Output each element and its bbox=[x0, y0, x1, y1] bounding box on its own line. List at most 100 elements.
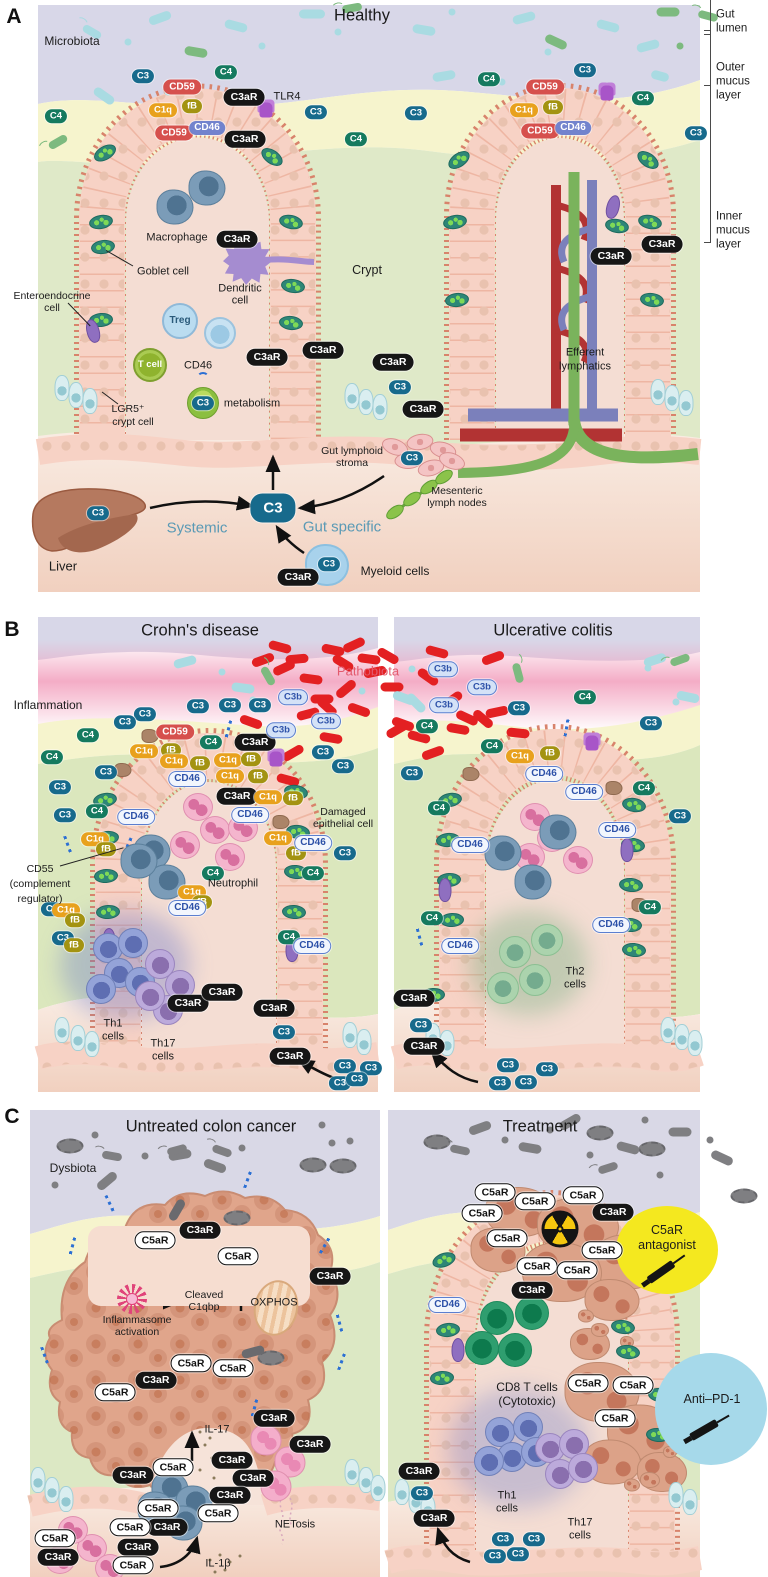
badge-c4: C4 bbox=[40, 750, 64, 764]
goblet-cell bbox=[636, 212, 664, 232]
badge-c3ar: C3aR bbox=[269, 1047, 311, 1065]
badge-c3ar: C3aR bbox=[277, 568, 319, 586]
badge-c3ar: C3aR bbox=[201, 983, 243, 1001]
badge-cd46: CD46 bbox=[592, 917, 630, 933]
badge-cd46: CD46 bbox=[189, 121, 225, 135]
badge-c1q: C1q bbox=[264, 831, 292, 845]
bacterium-rod bbox=[668, 1127, 692, 1137]
crypt-base-cell bbox=[358, 389, 374, 415]
badge-c3: C3 bbox=[94, 765, 118, 779]
badge-c4: C4 bbox=[214, 65, 238, 79]
badge-c3: C3 bbox=[131, 69, 155, 83]
bacterium-coccus bbox=[334, 28, 342, 36]
badge-cd46: CD46 bbox=[293, 938, 331, 954]
badge-c3: C3 bbox=[400, 451, 424, 465]
label-c1qbp: C1qbp bbox=[188, 1300, 220, 1313]
bacterium-coccus bbox=[318, 1121, 326, 1129]
badge-c3: C3 bbox=[311, 745, 335, 759]
badge-c3: C3 bbox=[248, 698, 272, 712]
badge-c5ar: C5aR bbox=[562, 1186, 604, 1204]
immune-glow bbox=[468, 910, 588, 1016]
badge-c3: C3 bbox=[388, 380, 412, 394]
goblet-cell bbox=[441, 213, 469, 231]
bacterium-rod bbox=[635, 38, 661, 54]
th2-cell bbox=[531, 924, 563, 956]
pointer-line bbox=[67, 302, 91, 327]
badge-c1q: C1q bbox=[214, 753, 242, 767]
badge-c3b: C3b bbox=[467, 679, 497, 695]
bacterium-rod bbox=[517, 1141, 543, 1155]
label-c5ar: C5aR bbox=[651, 1222, 683, 1237]
badge-c4: C4 bbox=[631, 91, 655, 105]
badge-c3: C3 bbox=[404, 106, 428, 120]
label-liver: Liver bbox=[48, 558, 78, 574]
badge-fb: fB bbox=[181, 99, 203, 113]
bacterium-rod bbox=[431, 69, 457, 83]
badge-c4: C4 bbox=[199, 735, 223, 749]
badge-c3ar: C3aR bbox=[413, 1509, 455, 1527]
badge-c1q: C1q bbox=[160, 754, 188, 768]
bacterium-rod bbox=[320, 643, 346, 657]
crypt-base-cell bbox=[687, 1030, 703, 1056]
crypt-base-cell bbox=[370, 1475, 386, 1501]
badge-c3: C3 bbox=[53, 808, 77, 822]
label-il-17: IL-17 bbox=[204, 1423, 230, 1436]
th17-cell bbox=[568, 1453, 598, 1483]
badge-c3: C3 bbox=[48, 780, 72, 794]
label-regulator: regulator) bbox=[17, 892, 63, 905]
radiation-icon bbox=[541, 1210, 579, 1248]
badge-c3: C3 bbox=[328, 1076, 352, 1090]
label-pathobiota: Pathobiota bbox=[336, 663, 400, 679]
goblet-cell bbox=[620, 796, 648, 814]
bacterium-rod bbox=[91, 85, 117, 107]
bacterium-rod bbox=[420, 744, 446, 762]
label-systemic: Systemic bbox=[166, 519, 228, 537]
bacterium-flagellated bbox=[597, 1161, 619, 1175]
macrophage-cell bbox=[514, 864, 552, 900]
label-mesenteric: Mesenteric bbox=[431, 484, 483, 497]
bacterium-rod bbox=[595, 18, 621, 34]
bacterium-rod bbox=[480, 649, 506, 667]
bacterium-rod bbox=[341, 636, 367, 654]
badge-c5ar: C5aR bbox=[212, 1359, 254, 1377]
goblet-cell bbox=[430, 1249, 458, 1271]
bacterium-rod bbox=[223, 18, 249, 34]
bacterium-coccus bbox=[124, 38, 132, 46]
crypt-base-cell bbox=[44, 1477, 60, 1503]
bacterium-coccus bbox=[676, 42, 684, 50]
neutrophil-cell bbox=[200, 816, 230, 844]
complement-tag bbox=[104, 1194, 116, 1212]
crypt-base-cell bbox=[660, 1017, 676, 1043]
badge-c3ar: C3aR bbox=[309, 1267, 351, 1285]
bracket bbox=[704, 0, 711, 243]
badge-c3ar: C3aR bbox=[179, 1221, 221, 1239]
badge-fb: fB bbox=[542, 100, 564, 114]
goblet-cell bbox=[278, 314, 304, 332]
bacterium-flagellated bbox=[47, 133, 69, 151]
badge-c3ar: C3aR bbox=[590, 247, 632, 265]
goblet-cell bbox=[615, 1343, 641, 1361]
label-efferent: Efferent bbox=[565, 346, 605, 359]
bacterium-coccus bbox=[672, 698, 680, 706]
badge-c3ar: C3aR bbox=[403, 1037, 445, 1055]
enteroendocrine-cell bbox=[451, 1338, 465, 1362]
badge-c3b: C3b bbox=[311, 713, 341, 729]
goblet-cell bbox=[445, 147, 473, 173]
badge-cd46: CD46 bbox=[168, 771, 206, 787]
badge-c3: C3 bbox=[400, 766, 424, 780]
badge-c3: C3 bbox=[410, 1486, 434, 1500]
crypt-base-cell bbox=[342, 1022, 358, 1048]
badge-c4: C4 bbox=[301, 866, 325, 880]
badge-c3: C3 bbox=[514, 1075, 538, 1089]
bacterium-rod bbox=[298, 672, 324, 686]
label-stroma: stroma bbox=[335, 456, 369, 469]
badge-c3b: C3b bbox=[428, 661, 458, 677]
badge-cd59: CD59 bbox=[156, 724, 194, 740]
badge-fb: fB bbox=[282, 791, 304, 805]
label-th1: Th1 bbox=[497, 1489, 517, 1502]
bacterium-rod bbox=[280, 743, 306, 763]
label-cells: cells bbox=[495, 1502, 519, 1515]
bacterium-rod bbox=[167, 1197, 187, 1223]
tumor-cell-cluster bbox=[591, 1323, 609, 1337]
badge-cd46: CD46 bbox=[117, 809, 155, 825]
